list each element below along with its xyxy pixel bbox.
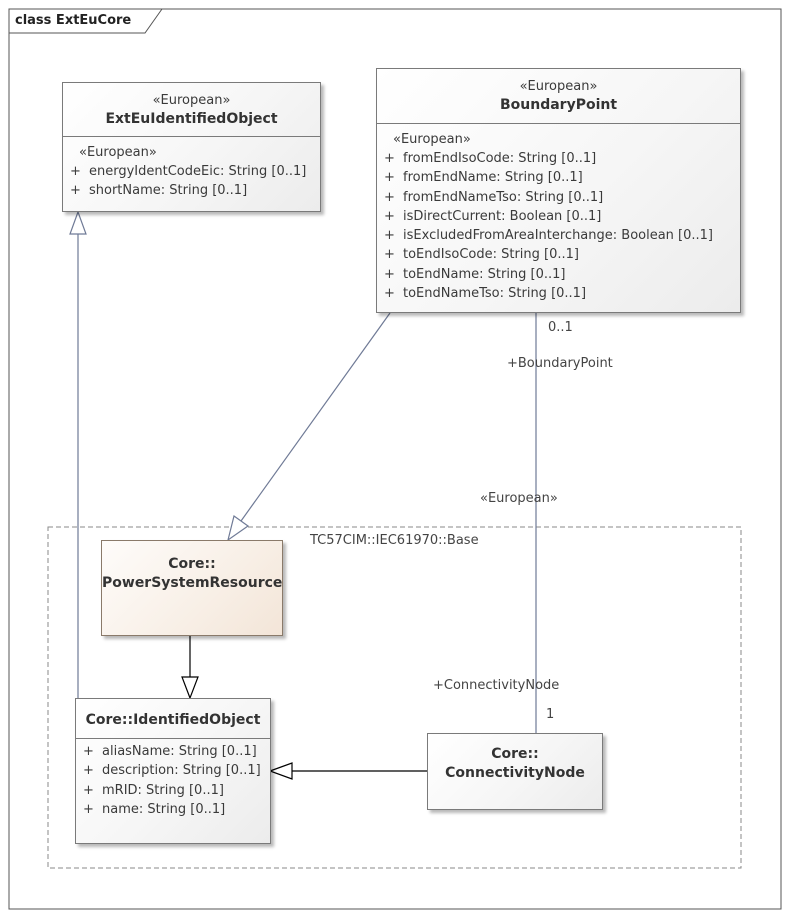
generalization-arrowhead-exteu xyxy=(69,210,87,235)
attribute-row[interactable]: + fromEndIsoCode: String [0..1] xyxy=(377,149,740,168)
attribute-row[interactable]: + shortName: String [0..1] xyxy=(63,181,320,200)
attribute-text: mRID: String [0..1] xyxy=(102,782,224,798)
attribute-text: name: String [0..1] xyxy=(102,801,226,817)
class-header: Core:: ConnectivityNode xyxy=(428,734,602,783)
association-stereotype: «European» xyxy=(480,491,558,506)
visibility-marker: + xyxy=(384,247,395,263)
generalization-line-boundary-to-psr[interactable] xyxy=(240,312,391,522)
attribute-text: fromEndNameTso: String [0..1] xyxy=(403,189,604,205)
attribute-compartment: «European» + fromEndIsoCode: String [0..1… xyxy=(377,123,740,303)
class-namespace: Core:: xyxy=(168,556,216,572)
class-name: PowerSystemResource xyxy=(102,575,283,591)
role-connectivity-node: +ConnectivityNode xyxy=(433,678,560,693)
frame-tab-border xyxy=(9,8,163,34)
frame-title: class ExtEuCore xyxy=(15,13,132,28)
class-header: Core::IdentifiedObject xyxy=(76,699,270,738)
attribute-text: energyIdentCodeEic: String [0..1] xyxy=(89,164,307,179)
class-boundary-point[interactable]: «European» BoundaryPoint «European» + fro… xyxy=(376,68,741,313)
attribute-stereotype: «European» xyxy=(79,145,157,160)
visibility-marker: + xyxy=(83,801,94,817)
visibility-marker: + xyxy=(70,183,81,199)
attribute-row[interactable]: + fromEndNameTso: String [0..1] xyxy=(377,188,740,207)
attribute-compartment: «European» + energyIdentCodeEic: String [… xyxy=(63,136,320,201)
class-exteu-identified-object[interactable]: «European» ExtEuIdentifiedObject «Europe… xyxy=(62,82,321,212)
generalization-arrowhead-identified-right xyxy=(268,762,293,780)
visibility-marker: + xyxy=(70,164,81,179)
visibility-marker: + xyxy=(384,228,395,244)
attribute-stereotype: «European» xyxy=(393,132,471,147)
visibility-marker: + xyxy=(384,151,395,166)
visibility-marker: + xyxy=(384,170,395,186)
attribute-text: fromEndIsoCode: String [0..1] xyxy=(403,151,597,166)
attribute-row[interactable]: + name: String [0..1] xyxy=(76,800,270,819)
multiplicity-cn: 1 xyxy=(546,707,555,722)
visibility-marker: + xyxy=(83,782,94,798)
diagram-frame xyxy=(8,8,782,910)
attribute-row[interactable]: + mRID: String [0..1] xyxy=(76,781,270,800)
attribute-text: fromEndName: String [0..1] xyxy=(403,170,583,186)
class-connectivity-node[interactable]: Core:: ConnectivityNode xyxy=(427,733,603,810)
attribute-text: toEndIsoCode: String [0..1] xyxy=(403,247,579,263)
attribute-text: shortName: String [0..1] xyxy=(89,183,248,199)
visibility-marker: + xyxy=(384,266,395,282)
class-name: BoundaryPoint xyxy=(499,97,618,113)
generalization-arrowhead-identified-top xyxy=(181,676,199,700)
multiplicity-boundary: 0..1 xyxy=(548,320,573,335)
attribute-text: toEndNameTso: String [0..1] xyxy=(403,286,587,302)
attribute-text: isDirectCurrent: Boolean [0..1] xyxy=(403,208,602,224)
attribute-row[interactable]: + energyIdentCodeEic: String [0..1] xyxy=(63,162,320,181)
class-identified-object[interactable]: Core::IdentifiedObject + aliasName: Strin… xyxy=(75,698,271,844)
attribute-row[interactable]: + isExcludedFromAreaInterchange: Boolean … xyxy=(377,226,740,245)
class-header: Core:: PowerSystemResource xyxy=(102,541,282,593)
class-stereotype: «European» xyxy=(152,93,231,108)
class-name: ConnectivityNode xyxy=(445,765,585,781)
class-stereotype: «European» xyxy=(519,79,598,94)
generalization-arrowhead-psr xyxy=(227,514,250,542)
visibility-marker: + xyxy=(83,744,94,759)
class-namespace: Core:: xyxy=(491,746,539,762)
class-header: «European» BoundaryPoint xyxy=(377,69,740,123)
attribute-text: description: String [0..1] xyxy=(102,763,261,779)
attribute-row[interactable]: + toEndName: String [0..1] xyxy=(377,265,740,284)
class-power-system-resource[interactable]: Core:: PowerSystemResource xyxy=(101,540,283,636)
attribute-text: toEndName: String [0..1] xyxy=(403,266,566,282)
visibility-marker: + xyxy=(83,763,94,779)
attribute-compartment: + aliasName: String [0..1] + description: … xyxy=(76,738,270,819)
attribute-text: aliasName: String [0..1] xyxy=(102,744,257,759)
attribute-row[interactable]: + description: String [0..1] xyxy=(76,761,270,780)
visibility-marker: + xyxy=(384,189,395,205)
visibility-marker: + xyxy=(384,286,395,302)
class-name: ExtEuIdentifiedObject xyxy=(105,111,278,127)
attribute-row[interactable]: + fromEndName: String [0..1] xyxy=(377,168,740,187)
attribute-row[interactable]: + toEndIsoCode: String [0..1] xyxy=(377,245,740,264)
role-boundary-point: +BoundaryPoint xyxy=(507,356,613,371)
package-boundary xyxy=(47,526,742,869)
class-name: Core::IdentifiedObject xyxy=(85,712,261,728)
attribute-row[interactable]: + isDirectCurrent: Boolean [0..1] xyxy=(377,207,740,226)
attribute-row[interactable]: + toEndNameTso: String [0..1] xyxy=(377,284,740,303)
package-name: TC57CIM::IEC61970::Base xyxy=(310,533,479,548)
visibility-marker: + xyxy=(384,208,395,224)
attribute-row[interactable]: + aliasName: String [0..1] xyxy=(76,742,270,761)
attribute-text: isExcludedFromAreaInterchange: Boolean [… xyxy=(403,228,713,244)
class-header: «European» ExtEuIdentifiedObject xyxy=(63,83,320,136)
